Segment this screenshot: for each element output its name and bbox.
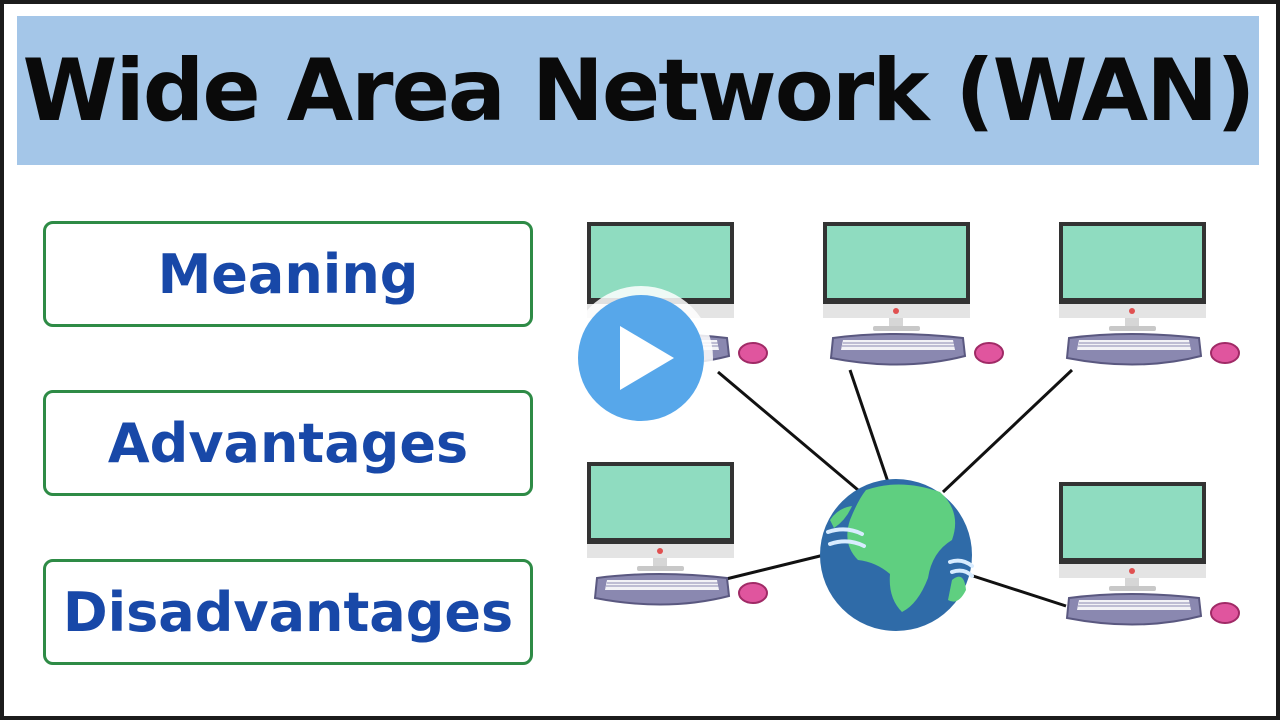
play-icon — [620, 326, 674, 390]
computer-icon — [586, 461, 768, 606]
connection-line — [717, 370, 859, 492]
page-title: Wide Area Network (WAN) — [22, 40, 1255, 141]
thumbnail-frame: Wide Area Network (WAN) Meaning Advantag… — [4, 4, 1276, 716]
topic-meaning-box: Meaning — [43, 221, 533, 327]
connection-line — [941, 368, 1074, 494]
topic-label-disadvantages: Disadvantages — [62, 580, 514, 644]
topic-label-advantages: Advantages — [107, 411, 469, 475]
computer-icon — [1058, 221, 1240, 366]
topic-label-meaning: Meaning — [157, 242, 419, 306]
connection-line — [969, 573, 1067, 608]
globe-icon — [820, 479, 974, 631]
connection-line — [848, 369, 890, 483]
title-banner: Wide Area Network (WAN) — [17, 16, 1259, 165]
topic-disadvantages-box: Disadvantages — [43, 559, 533, 665]
topic-advantages-box: Advantages — [43, 390, 533, 496]
computer-icon — [822, 221, 1004, 366]
connection-line — [721, 553, 825, 582]
play-button[interactable] — [569, 286, 713, 430]
computer-icon — [1058, 481, 1240, 626]
